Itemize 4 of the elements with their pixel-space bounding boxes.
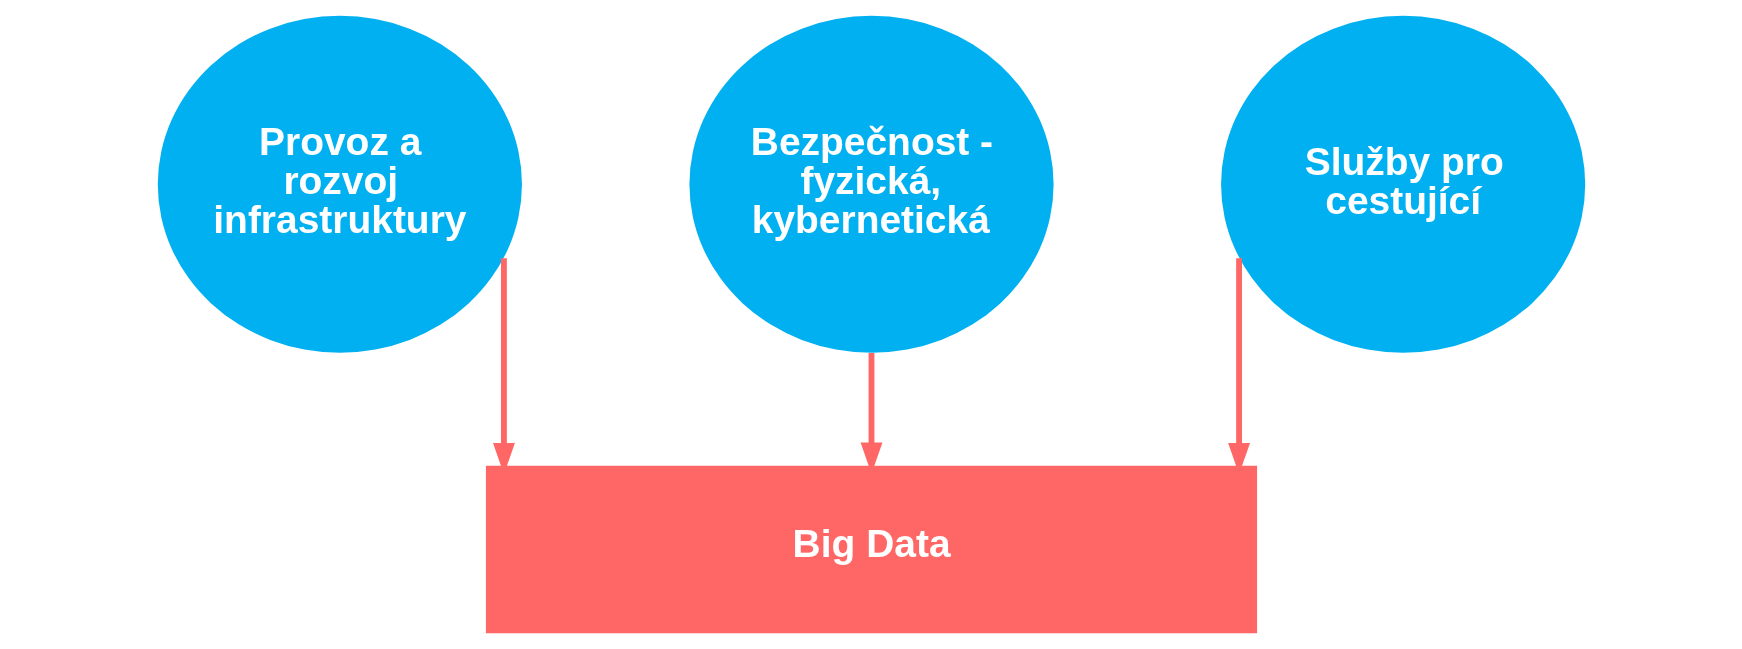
node-box: Big Data <box>485 465 1257 634</box>
node-circle: Služby pro cestující <box>1220 15 1585 353</box>
node-circle: Provoz a rozvoj infrastruktury <box>157 15 522 353</box>
node-circle: Bezpečnost - fyzická, kybernetická <box>688 15 1054 353</box>
